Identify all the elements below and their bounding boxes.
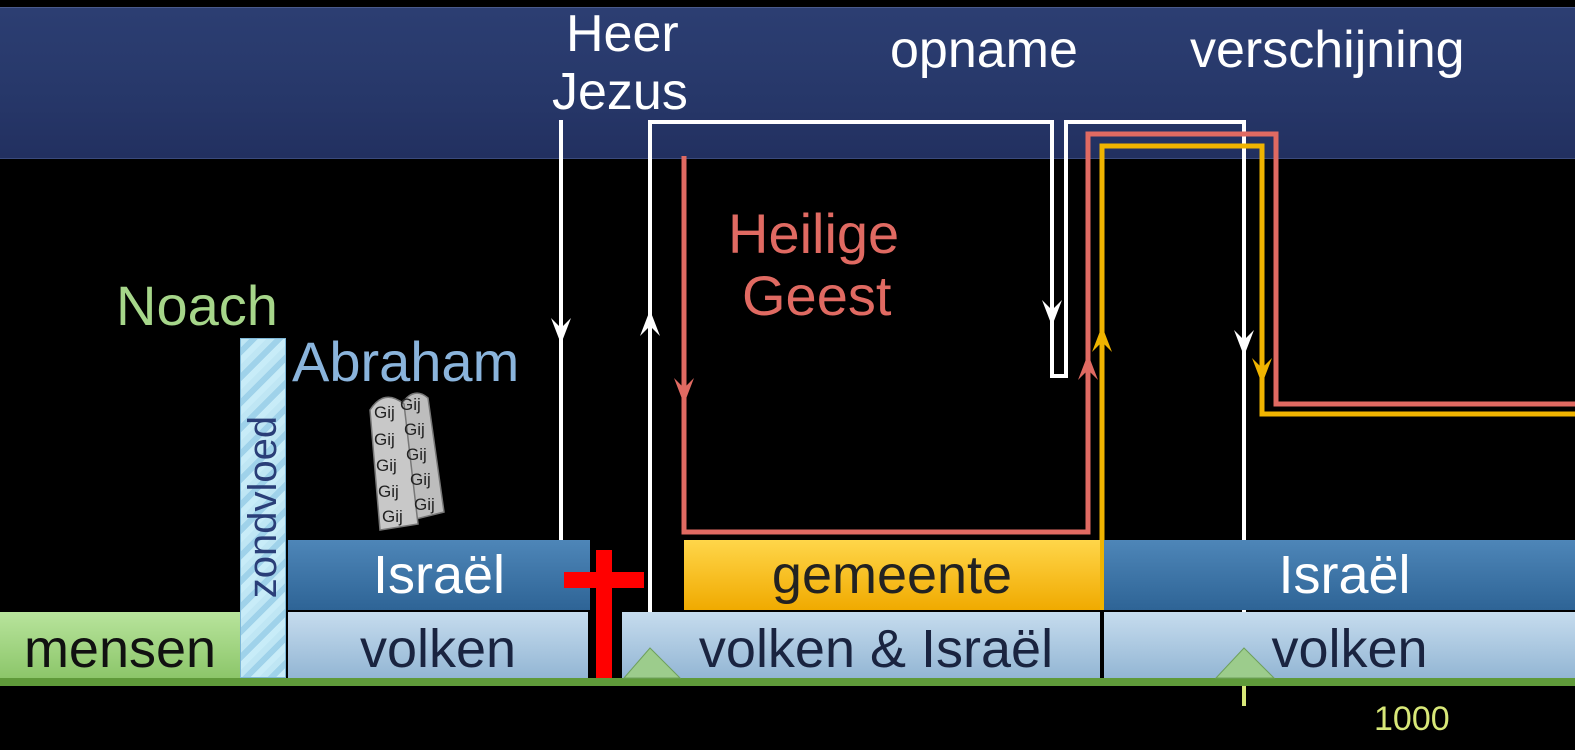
volken-band-1: volken <box>288 612 588 678</box>
gemeente-band-label: gemeente <box>771 545 1013 605</box>
heer-label: Heer <box>566 5 679 63</box>
tablet-text: Gij <box>400 395 421 414</box>
volken-band-2: volken <box>1104 612 1575 678</box>
holy-spirit-arrowhead-up <box>1078 354 1098 380</box>
millennium-label: 1000 <box>1374 700 1450 738</box>
ground-line <box>0 678 1575 686</box>
zondvloed-label: zondvloed <box>241 415 285 599</box>
tablet-text: Gij <box>378 482 399 501</box>
gemeente-arrowhead-down <box>1252 358 1272 384</box>
holy-spirit-arrowhead-down <box>674 378 694 404</box>
verschijning-arrowhead <box>1234 330 1254 356</box>
noach-label: Noach <box>116 274 278 337</box>
zondvloed-pillar <box>240 338 286 678</box>
israel-band-1-label: Israël <box>372 545 506 605</box>
tablet-text: Gij <box>374 403 395 422</box>
jezus-label: Jezus <box>552 63 688 121</box>
volken-israel-band: volken & Israël <box>622 612 1100 678</box>
opname-label: opname <box>890 21 1078 79</box>
cross-icon-post <box>596 550 612 678</box>
israel-band-2: Israël <box>1104 540 1575 610</box>
mensen-band-label: mensen <box>23 619 217 679</box>
gemeente-line <box>1099 143 1575 610</box>
tablet-text: Gij <box>376 456 397 475</box>
tablet-text: Gij <box>414 495 435 514</box>
heaven-band <box>0 7 1575 159</box>
volken-band-2-label: volken <box>1271 619 1428 679</box>
verschijning-label: verschijning <box>1190 21 1465 79</box>
israel-band-2-label: Israël <box>1278 545 1411 605</box>
tablet-text: Gij <box>382 507 403 526</box>
tablet-text: Gij <box>410 470 431 489</box>
tablet-text: Gij <box>404 420 425 439</box>
heilige-label: Heilige <box>728 202 900 265</box>
tablet-text: Gij <box>374 430 395 449</box>
volken-band-1-label: volken <box>359 619 517 679</box>
ascension-line <box>648 120 1246 676</box>
opname-descent-arrowhead <box>1042 300 1062 326</box>
holy-spirit-line <box>681 131 1575 535</box>
incarnation-arrowhead <box>551 318 571 344</box>
geest-label: Geest <box>742 264 892 327</box>
israel-band-1: Israël <box>288 540 590 610</box>
volken-israel-band-label: volken & Israël <box>698 619 1054 679</box>
gemeente-band: gemeente <box>684 540 1100 610</box>
abraham-label: Abraham <box>292 330 520 393</box>
tablet-text: Gij <box>406 445 427 464</box>
gemeente-arrowhead-up <box>1092 326 1112 352</box>
mensen-band: mensen <box>0 612 240 678</box>
ascension-arrowhead <box>640 310 660 336</box>
